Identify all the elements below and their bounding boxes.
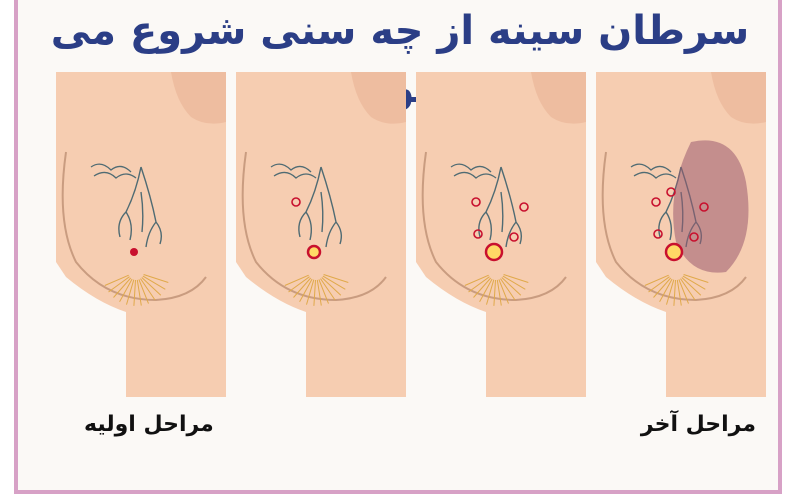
breast-illustration [596, 72, 766, 397]
tumor [666, 244, 682, 260]
poster-title: سرطان سینه از چه سنی شروع می شود؟ [40, 2, 760, 60]
tumor [130, 248, 138, 256]
tumor [486, 244, 502, 260]
stage-panel [596, 72, 766, 397]
breast-illustration [56, 72, 226, 397]
breast-illustration [416, 72, 586, 397]
late-stage-label: مراحل آخر [641, 412, 756, 437]
stage-panel [236, 72, 406, 397]
breast-illustration [236, 72, 406, 397]
tumor [308, 246, 320, 258]
stage-panel [416, 72, 586, 397]
early-stage-label: مراحل اولیه [84, 412, 214, 437]
skin-lesion [673, 140, 748, 272]
stage-panel [56, 72, 226, 397]
stage-illustrations [56, 72, 756, 397]
